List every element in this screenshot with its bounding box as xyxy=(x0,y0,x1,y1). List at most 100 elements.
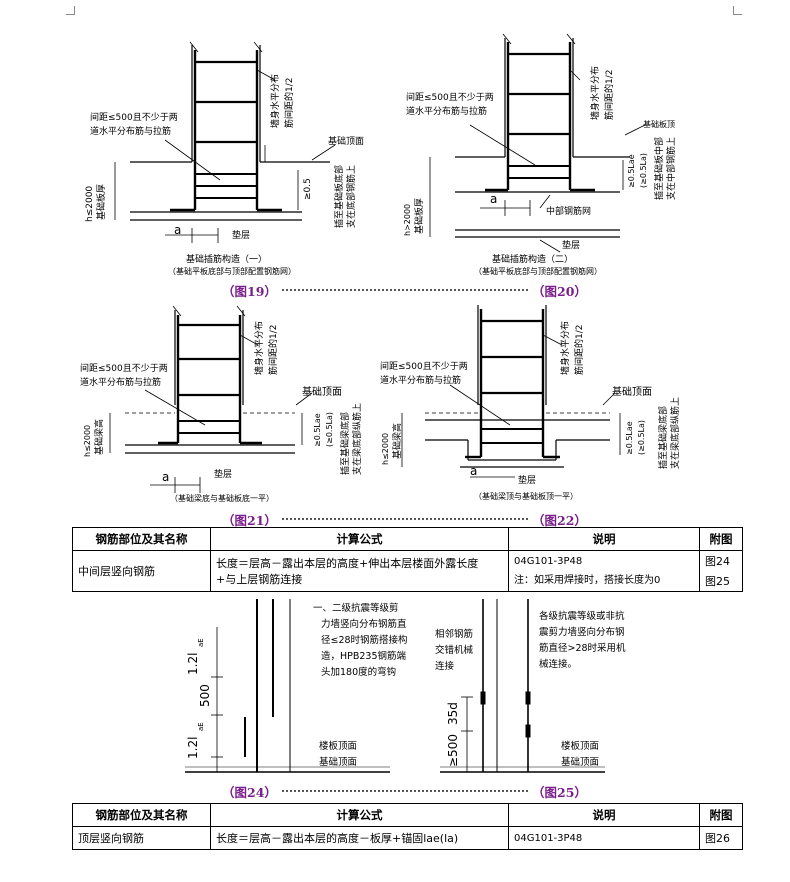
fig20-wall-rebar-2: 筋间距的1/2 xyxy=(603,70,615,121)
fig19-title: 基础插筋构造（一） xyxy=(186,253,267,265)
fig19-anchor-1: 插至基础板底部 xyxy=(333,165,345,228)
fig25-note-line: 各级抗震等级或非抗 xyxy=(539,610,625,622)
fig25-found-top: 基础顶面 xyxy=(561,756,599,768)
fig20-mid-mesh: 中部钢筋网 xyxy=(546,205,591,217)
table-header-row: 钢筋部位及其名称 计算公式 说明 附图 xyxy=(72,527,743,551)
note-cell: 04G101-3P48 xyxy=(508,826,700,850)
page-corner-mark xyxy=(66,6,75,15)
formula-line: 长度＝层高－露出本层的高度+伸出本层楼面外露长度 xyxy=(216,557,479,570)
fig21-dim-1: ≥0.5Lae xyxy=(313,413,322,447)
caption-leader-dots xyxy=(282,518,528,520)
fig21-anchor-2: 支在梁底部纵筋上 xyxy=(351,403,363,475)
fig19-wall-rebar-2: 筋间距的1/2 xyxy=(283,78,295,129)
fig21-spacing-note-1: 间距≤500且不少于两 xyxy=(80,362,168,374)
fig20-anchor-2: 支在中部钢筋上 xyxy=(665,137,677,200)
figure-22-drawing: 间距≤500且不少于两 道水平分布筋与拉筋 墙身水平分布 筋间距的1/2 基础顶… xyxy=(380,305,681,501)
figure-ref: 图26 xyxy=(699,826,743,850)
rebar-name: 顶层竖向钢筋 xyxy=(72,826,211,850)
fig24-note-line: 径≤28时钢筋搭接构 xyxy=(321,634,408,646)
table-header: 计算公式 xyxy=(210,527,509,551)
fig21-h-label-2: 基础梁高 xyxy=(93,419,105,455)
fig20-spacing-note-2: 道水平分布筋与拉筋 xyxy=(406,105,487,117)
fig19-h-label: h≤2000 xyxy=(85,186,95,222)
fig22-anchor-2: 支在梁底部纵筋上 xyxy=(669,397,681,469)
fig25-dim-500: ≥500 xyxy=(446,734,460,767)
fig19-wall-rebar-1: 墙身水平分布 xyxy=(269,74,281,128)
fig19-a: a xyxy=(174,223,181,237)
fig25-note-line: 械连接。 xyxy=(539,658,577,670)
fig22-caption: （图22） xyxy=(532,513,587,528)
note-cell: 04G101-3P48 注：如采用焊接时，搭接长度为0 xyxy=(508,550,700,592)
page-corner-mark xyxy=(733,6,742,15)
fig21-caption: （图21） xyxy=(222,513,277,528)
fig25-dim-35d: 35d xyxy=(446,702,460,725)
fig25-adj-line: 相邻钢筋 xyxy=(435,628,473,640)
fig24-note-line: 造，HPB235钢筋端 xyxy=(321,650,407,662)
fig25-adj-line: 连接 xyxy=(435,660,455,672)
fig24-dim-mid: 500 xyxy=(198,684,212,707)
fig20-caption: （图20） xyxy=(532,284,587,299)
figure-19-drawing: 间距≤500且不少于两 道水平分布筋与拉筋 墙身水平分布 筋间距的1/2 基础顶… xyxy=(85,41,364,276)
fig22-dim-1: ≥0.5Lae xyxy=(625,421,634,455)
table-header: 附图 xyxy=(699,803,743,827)
fig19-subtitle: （基础平板底部与顶部配置钢筋网） xyxy=(168,266,296,276)
fig22-dim-2: (≥0.5La) xyxy=(637,420,646,455)
fig24-note-line: 头加180度的弯钩 xyxy=(321,666,396,678)
fig20-top-label: 基础板顶 xyxy=(643,119,675,129)
fig24-dim-top-sub: aE xyxy=(197,638,205,647)
fig22-h-label: h≤2000 xyxy=(381,433,390,465)
table-row: 中间层竖向钢筋 长度＝层高－露出本层的高度+伸出本层楼面外露长度 +与上层钢筋连… xyxy=(72,550,743,592)
fig25-caption: （图25） xyxy=(532,785,587,800)
fig22-wall-rebar-2: 筋间距的1/2 xyxy=(573,325,585,376)
figure-20-drawing: 间距≤500且不少于两 道水平分布筋与拉筋 墙身水平分布 筋间距的1/2 基础板… xyxy=(403,33,677,276)
fig20-h-label-2: 基础板厚 xyxy=(413,198,425,234)
fig19-anchor-2: 支在底部钢筋上 xyxy=(345,165,357,228)
fig24-floor-top: 楼板顶面 xyxy=(319,740,357,752)
fig24-caption: （图24） xyxy=(222,785,277,800)
fig22-top-label: 基础顶面 xyxy=(612,385,652,398)
fig20-title: 基础插筋构造（二） xyxy=(492,253,573,265)
fig21-pad: 垫层 xyxy=(214,468,232,480)
figure-24-drawing: 1.2l aE 500 1.2l aE 一、二级抗震等级剪 力墙竖向分布钢筋直 … xyxy=(185,599,408,773)
formula-cell: 长度＝层高－露出本层的高度－板厚+锚固lae(la) xyxy=(210,826,509,850)
rebar-table-1: 钢筋部位及其名称 计算公式 说明 附图 中间层竖向钢筋 长度＝层高－露出本层的高… xyxy=(72,527,743,592)
fig24-note-line: 力墙竖向分布钢筋直 xyxy=(321,618,407,630)
caption-leader-dots xyxy=(282,289,528,291)
note-line: 04G101-3P48 xyxy=(514,556,583,567)
fig19-h-label-2: 基础板厚 xyxy=(95,184,107,220)
fig21-subtitle: （基础梁底与基础板底一平） xyxy=(170,493,274,503)
fig20-pad: 垫层 xyxy=(562,239,580,251)
fig24-found-top: 基础顶面 xyxy=(319,756,357,768)
fig19-spacing-note-1: 间距≤500且不少于两 xyxy=(90,111,178,123)
figure-ref: 图24 xyxy=(705,555,730,568)
table-row: 顶层竖向钢筋 长度＝层高－露出本层的高度－板厚+锚固lae(la) 04G101… xyxy=(72,826,743,850)
figure-25-drawing: 35d ≥500 相邻钢筋 交错机械 连接 各级抗震等级或非抗 震剪力墙竖向分布… xyxy=(435,599,626,773)
fig24-note-line: 一、二级抗震等级剪 xyxy=(313,602,399,614)
fig20-subtitle: （基础平板底部与顶部配置钢筋网） xyxy=(474,266,602,276)
rebar-table-2: 钢筋部位及其名称 计算公式 说明 附图 顶层竖向钢筋 长度＝层高－露出本层的高度… xyxy=(72,803,743,850)
fig21-spacing-note-2: 道水平分布筋与拉筋 xyxy=(80,376,161,388)
fig22-spacing-note-1: 间距≤500且不少于两 xyxy=(380,360,468,372)
table-header: 钢筋部位及其名称 xyxy=(72,527,211,551)
fig19-top-label: 基础顶面 xyxy=(328,135,364,147)
fig21-h-label: h≤2000 xyxy=(83,425,92,457)
fig19-spacing-note-2: 道水平分布筋与拉筋 xyxy=(90,125,171,137)
table-header-row: 钢筋部位及其名称 计算公式 说明 附图 xyxy=(72,803,743,827)
fig22-a: a xyxy=(470,464,477,478)
fig22-pad: 垫层 xyxy=(518,474,536,486)
fig19-dim-05: ≥0.5 xyxy=(303,178,313,200)
fig25-note-line: 筋直径>28时采用机 xyxy=(539,642,626,654)
fig22-wall-rebar-1: 墙身水平分布 xyxy=(559,321,571,375)
fig20-h-label: h>2000 xyxy=(403,204,412,236)
fig20-dim-2: (≥0.5La) xyxy=(639,153,648,188)
fig20-dim-1: ≥0.5Lae xyxy=(627,154,636,188)
fig20-a: a xyxy=(490,192,497,206)
fig19-caption: （图19） xyxy=(222,284,277,299)
table-header: 计算公式 xyxy=(210,803,509,827)
formula-cell: 长度＝层高－露出本层的高度+伸出本层楼面外露长度 +与上层钢筋连接 xyxy=(210,550,509,592)
table-header: 附图 xyxy=(699,527,743,551)
figure-20: 间距≤500且不少于两 道水平分布筋与拉筋 墙身水平分布 筋间距的1/2 基础板… xyxy=(400,30,730,280)
figure-21: 间距≤500且不少于两 道水平分布筋与拉筋 墙身水平分布 筋间距的1/2 基础顶… xyxy=(70,305,400,510)
figure-19: 间距≤500且不少于两 道水平分布筋与拉筋 墙身水平分布 筋间距的1/2 基础顶… xyxy=(70,40,400,280)
fig25-note-line: 震剪力墙竖向分布钢 xyxy=(539,626,625,638)
